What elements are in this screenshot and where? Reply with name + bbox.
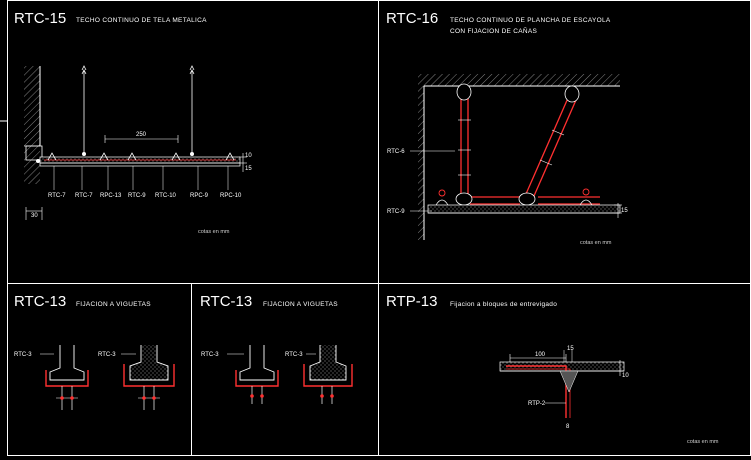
joist-detail-right <box>121 345 175 410</box>
dimension-top <box>509 354 567 362</box>
slab-and-wall <box>418 74 620 240</box>
label-rtc-9: RTC-9 <box>128 193 146 199</box>
panel-title: FIJACION A VIGUETAS <box>76 301 151 308</box>
label-rtc-3: RTC-3 <box>201 352 219 358</box>
plaster-ceiling <box>427 188 621 214</box>
cane-anchors <box>455 83 580 206</box>
panel-title: TECHO CONTINUO DE TELA METALICA <box>76 17 207 24</box>
panel-code: RTP-13 <box>386 293 437 310</box>
dimension-top-right-value: 15 <box>567 346 574 352</box>
dimension-right-bottom: 15 <box>245 166 252 172</box>
panel-title: FIJACION A VIGUETAS <box>263 301 338 308</box>
label-rtc-3: RTC-3 <box>285 352 303 358</box>
label-rpc-13: RPC-13 <box>100 193 122 199</box>
label-leaders <box>53 166 229 190</box>
panel-title-line1: TECHO CONTINUO DE PLANCHA DE ESCAYOLA <box>450 17 611 24</box>
dimension-bottom-value: 30 <box>31 213 38 219</box>
dimension-top-value: 100 <box>535 352 546 358</box>
joist-detail-left <box>227 345 279 404</box>
joist-detail-left <box>40 345 89 410</box>
sheet-frame <box>7 0 751 456</box>
panel-title: Fijacion a bloques de entrevigado <box>450 301 557 308</box>
panel-code: RTC-13 <box>200 293 252 310</box>
panel-rtc-16: RTC-16 TECHO CONTINUO DE PLANCHA DE ESCA… <box>386 10 628 246</box>
block-detail <box>499 350 625 418</box>
units-note: cotas en mm <box>198 229 230 235</box>
hanger-rods <box>81 65 195 152</box>
dimension-bottom-value: 8 <box>566 424 570 430</box>
joist-detail-right <box>303 345 353 404</box>
panel-rtp-13: RTP-13 Fijacion a bloques de entrevigado… <box>386 293 719 445</box>
panel-code: RTC-15 <box>14 10 66 27</box>
label-rtc-6: RTC-6 <box>387 149 405 155</box>
label-rtc-3: RTC-3 <box>98 352 116 358</box>
units-note: cotas en mm <box>580 240 612 246</box>
panel-rtc-15: RTC-15 TECHO CONTINUO DE TELA METALICA 2… <box>14 10 252 235</box>
panel-title-line2: CON FIJACION DE CAÑAS <box>450 26 538 35</box>
label-rpc-10: RPC-10 <box>220 193 242 199</box>
hanger-canes <box>460 96 600 205</box>
panel-code: RTC-13 <box>14 293 66 310</box>
label-rtc-7: RTC-7 <box>75 193 93 199</box>
panel-code: RTC-16 <box>386 10 438 27</box>
panel-rtc-13-b: RTC-13 FIJACION A VIGUETAS RTC-3 RTC-3 <box>200 293 353 404</box>
label-rtc-9: RTC-9 <box>387 209 405 215</box>
dimension-span-value: 250 <box>136 132 147 138</box>
dimension-right <box>614 203 622 218</box>
panel-rtc-13-a: RTC-13 FIJACION A VIGUETAS RTC-3 RTC-3 <box>14 293 175 410</box>
label-rtc-10: RTC-10 <box>155 193 177 199</box>
units-note: cotas en mm <box>687 439 719 445</box>
dimension-bottom <box>25 207 43 220</box>
label-rpc-9: RPC-9 <box>190 193 209 199</box>
dimension-span <box>104 135 179 143</box>
label-rtc-7: RTC-7 <box>48 193 66 199</box>
dimension-right-value: 15 <box>621 208 628 214</box>
cane-ties <box>458 119 565 176</box>
dimension-right <box>239 153 247 172</box>
dimension-right-value: 10 <box>622 373 629 379</box>
dimension-right-top: 10 <box>245 153 252 159</box>
label-rtc-3: RTC-3 <box>14 352 32 358</box>
wall-section <box>24 66 41 184</box>
label-rtp-2: RTP-2 <box>528 401 546 407</box>
label-leaders <box>410 150 455 212</box>
ceiling-assembly <box>25 145 241 167</box>
